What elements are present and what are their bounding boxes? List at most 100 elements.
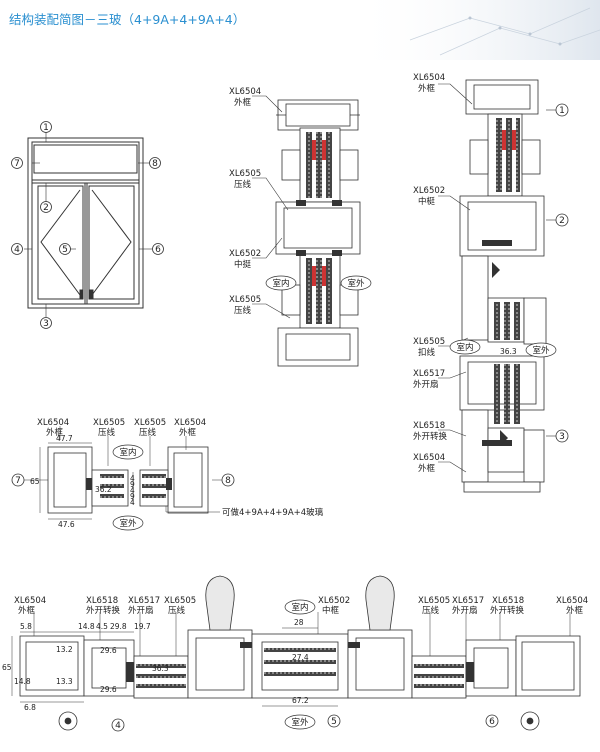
sb-indoor-bubble (449, 339, 481, 355)
sd-l8-code: XL6518 (492, 596, 524, 606)
sd-dim-k: 65 (2, 663, 12, 672)
sa-outdoor: 室外 (347, 278, 365, 289)
sd-dim-a: 5.8 (20, 622, 32, 631)
sc-l4-name: 外框 (179, 427, 197, 438)
sd-dim-c: 4.5 (96, 622, 108, 631)
sc-l2-name: 压线 (98, 427, 116, 438)
corner-decoration (350, 0, 600, 60)
sd-dim-i: 13.3 (56, 677, 73, 686)
section-c-dimlines (24, 426, 222, 520)
sb-l3-code: XL6505 (413, 337, 445, 347)
sc-d3: 36.2 (95, 485, 112, 494)
sd-dim-f: 13.2 (56, 645, 73, 654)
sc-d6: 9 (130, 480, 135, 489)
page-title: 结构装配简图－三玻（4+9A+4+9A+4） (9, 12, 246, 27)
sd-dim-j: 14.8 (14, 677, 31, 686)
sc-markers (11, 473, 235, 487)
svg-text:2: 2 (43, 203, 49, 213)
sb-l2-code: XL6502 (413, 186, 445, 196)
sa-l4-name: 压线 (234, 305, 252, 316)
svg-text:7: 7 (14, 159, 20, 169)
sb-dim: 36.3 (500, 347, 517, 356)
sd-l9-code: XL6504 (556, 596, 588, 606)
sc-d5: 4 (130, 474, 135, 483)
sd-dim-n: 28 (294, 618, 304, 627)
sd-dim-o: 67.2 (292, 696, 309, 705)
sd-l9-name: 外框 (566, 605, 584, 616)
sd-l7-name: 外开扇 (452, 605, 478, 616)
sc-d1: 47.7 (56, 434, 73, 443)
elevation-leaders (24, 132, 152, 317)
sb-l4-code: XL6517 (413, 369, 445, 379)
svg-text:6: 6 (155, 245, 161, 255)
svg-text:6: 6 (489, 717, 495, 727)
sd-l1-name: 外框 (18, 605, 36, 616)
sd-dim-l: 6.8 (24, 703, 36, 712)
sd-l8-name: 外开转换 (490, 605, 525, 616)
sb-l3-name: 扣线 (418, 347, 436, 358)
sb-l1-name: 外框 (418, 83, 436, 94)
sd-dim-g: 29.6 (100, 646, 117, 655)
sc-d7: 4 (130, 486, 135, 495)
sa-l1-code: XL6504 (229, 87, 261, 97)
section-d-wheels (58, 711, 540, 731)
section-d-glass (126, 642, 474, 688)
sc-l1-name: 外框 (46, 427, 64, 438)
sd-l6-code: XL6505 (418, 596, 450, 606)
sb-indoor: 室内 (456, 342, 473, 353)
section-a-leaders (252, 95, 291, 319)
sd-l5-code: XL6502 (318, 596, 350, 606)
sb-l4-name: 外开扇 (413, 379, 439, 390)
sd-outdoor-bubble (284, 714, 316, 730)
sc-indoor-bubble (112, 444, 144, 460)
sa-l4-code: XL6505 (229, 295, 261, 305)
sc-d2: 65 (30, 477, 40, 486)
sd-dim-d: 29.8 (110, 622, 127, 631)
sd-l2-name: 外开转换 (86, 605, 121, 616)
sd-dim-h: 29.6 (100, 685, 117, 694)
sb-l6-code: XL6504 (413, 453, 445, 463)
sa-l2-name: 压线 (234, 179, 252, 190)
sd-l7-code: XL6517 (452, 596, 484, 606)
svg-text:7: 7 (15, 476, 21, 486)
sb-markers (555, 103, 569, 443)
sb-l5-code: XL6518 (413, 421, 445, 431)
window-elevation (27, 137, 144, 309)
sd-indoor: 室内 (291, 602, 308, 613)
sa-l3-code: XL6502 (229, 249, 261, 259)
sd-l2-code: XL6518 (86, 596, 118, 606)
sd-dim-e: 19.7 (134, 622, 151, 631)
elevation-markers (11, 121, 164, 329)
section-d-profile (19, 575, 581, 699)
section-d-dimlines (11, 612, 571, 707)
sd-indoor-bubble (284, 599, 316, 615)
section-a-profile (275, 99, 361, 367)
sc-d4: 47.6 (58, 520, 75, 529)
sb-outdoor-bubble (525, 342, 557, 358)
section-b-glass (482, 118, 520, 446)
sd-l3-name: 外开扇 (128, 605, 154, 616)
sd-outdoor: 室外 (291, 717, 309, 728)
svg-text:4: 4 (115, 721, 121, 731)
sd-l6-name: 压线 (422, 605, 440, 616)
sc-note: 可做4+9A+4+9A+4玻璃 (222, 507, 324, 518)
sc-outdoor: 室外 (119, 518, 137, 529)
svg-text:3: 3 (559, 432, 565, 442)
sc-indoor: 室内 (119, 447, 136, 458)
section-a-glass (296, 132, 342, 324)
sd-l5-name: 中框 (322, 605, 340, 616)
svg-text:1: 1 (43, 123, 49, 133)
svg-text:4: 4 (14, 245, 20, 255)
sa-l1-name: 外框 (234, 97, 252, 108)
sa-indoor-bubble (265, 275, 297, 291)
sa-l2-code: XL6505 (229, 169, 261, 179)
svg-text:8: 8 (152, 159, 158, 169)
sc-l3-code: XL6505 (134, 418, 166, 428)
sc-d9: 4 (130, 498, 135, 507)
sa-indoor: 室内 (272, 278, 289, 289)
sd-dim-b: 14.8 (78, 622, 95, 631)
sb-l5-name: 外开转换 (413, 431, 448, 442)
sc-l4-code: XL6504 (174, 418, 206, 428)
sc-outdoor-bubble (112, 515, 144, 531)
